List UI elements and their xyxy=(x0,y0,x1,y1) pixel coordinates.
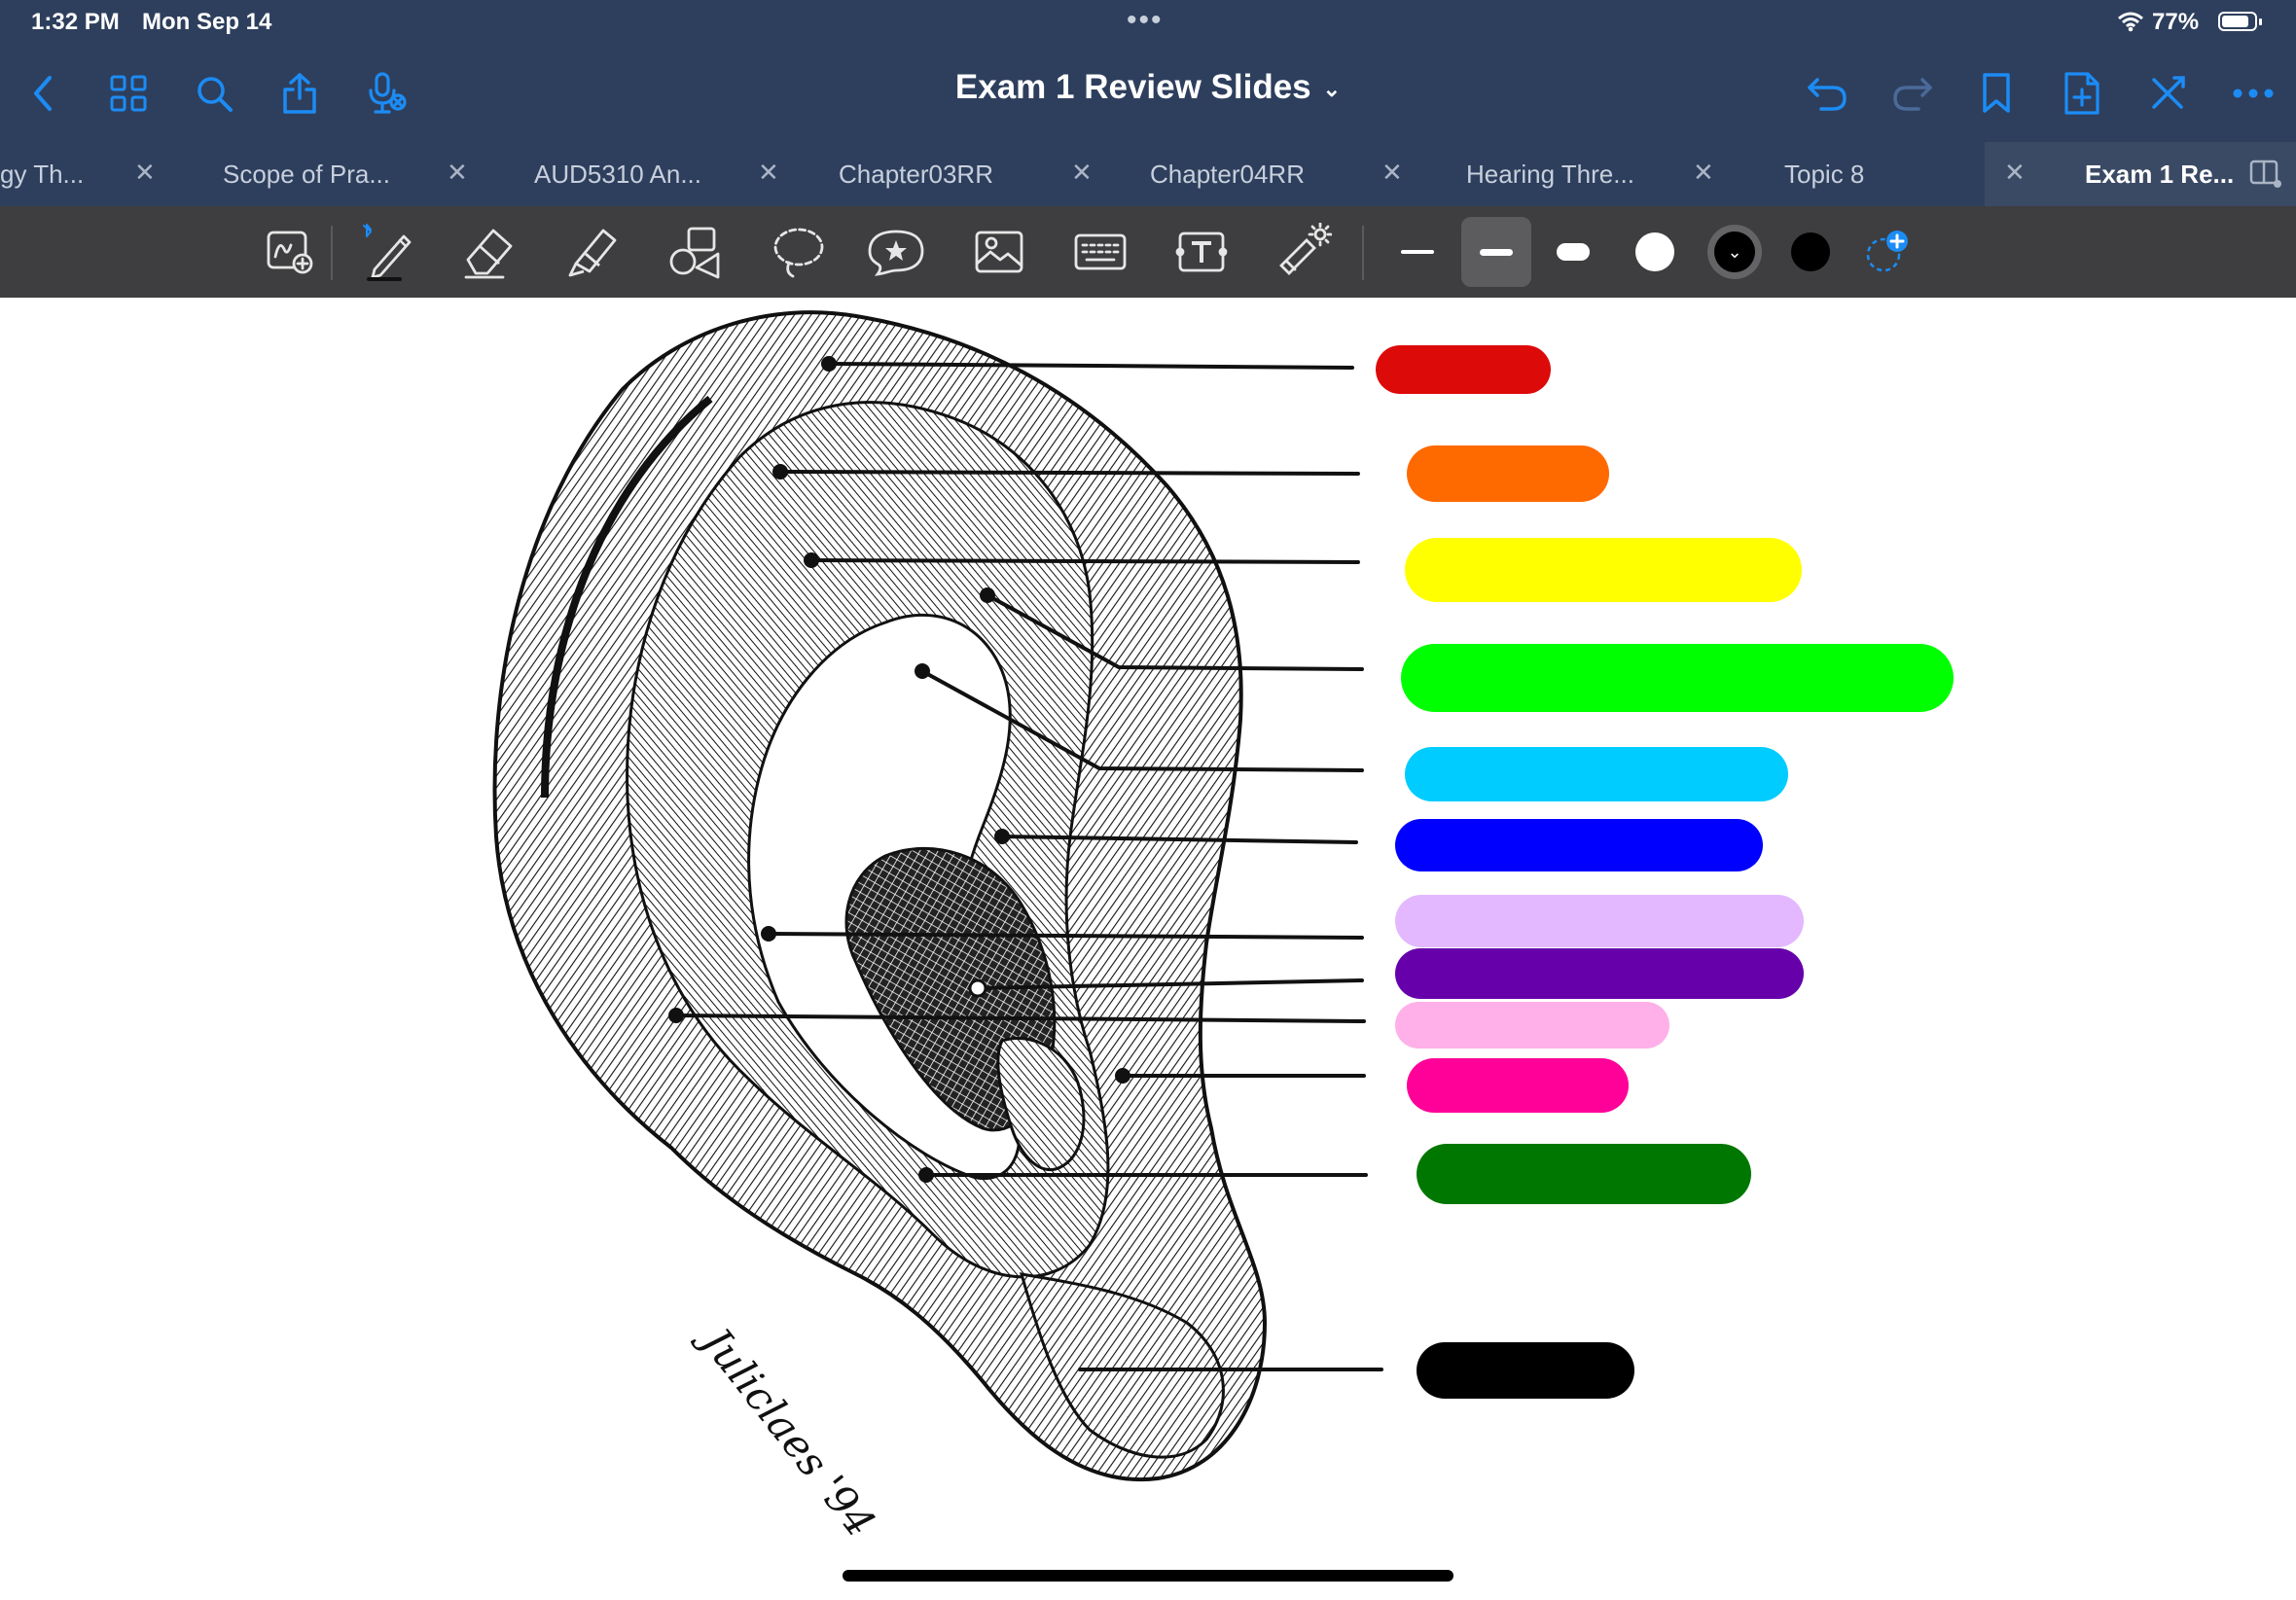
add-page-icon[interactable] xyxy=(2057,68,2107,119)
image-insert-icon[interactable] xyxy=(967,220,1031,284)
undo-icon[interactable] xyxy=(1802,68,1852,119)
document-tab-bar: gy Th... ✕ Scope of Pra... ✕ AUD5310 An.… xyxy=(0,142,2296,206)
home-indicator[interactable] xyxy=(843,1570,1453,1582)
thumbnails-grid-icon[interactable] xyxy=(103,68,154,119)
lasso-tool-icon[interactable] xyxy=(767,220,831,284)
highlight-mark[interactable] xyxy=(1376,345,1551,394)
eraser-tool-icon[interactable] xyxy=(457,220,521,284)
split-view-icon[interactable] xyxy=(2249,160,2282,196)
share-icon[interactable] xyxy=(274,68,325,119)
microphone-record-icon[interactable] xyxy=(362,68,413,119)
zoom-window-icon[interactable] xyxy=(259,220,323,284)
laser-pointer-icon[interactable] xyxy=(1271,220,1335,284)
status-date: Mon Sep 14 xyxy=(142,9,272,35)
tab-document[interactable]: Chapter03RR ✕ xyxy=(778,142,1093,206)
tab-document[interactable]: gy Th... ✕ xyxy=(0,142,156,206)
highlight-mark[interactable] xyxy=(1401,644,1954,712)
tab-document-active[interactable]: ✕ Exam 1 Re... xyxy=(1985,142,2296,206)
ear-illustration: Juliclaes '94 xyxy=(492,310,1268,1546)
page-canvas[interactable]: Juliclaes '94 xyxy=(0,298,2296,1595)
color-black-swatch[interactable] xyxy=(1778,220,1843,284)
color-white-swatch[interactable] xyxy=(1623,220,1687,284)
highlight-mark[interactable] xyxy=(1405,747,1788,801)
close-tab-icon[interactable]: ✕ xyxy=(2004,158,2026,187)
tab-label: AUD5310 An... xyxy=(534,159,701,189)
add-color-icon[interactable] xyxy=(1856,220,1920,284)
earlobe xyxy=(1019,1272,1225,1459)
redo-icon[interactable] xyxy=(1887,68,1938,119)
tab-document[interactable]: Hearing Thre... ✕ xyxy=(1401,142,1714,206)
shapes-tool-icon[interactable] xyxy=(664,220,728,284)
keyboard-icon[interactable] xyxy=(1068,220,1132,284)
highlight-mark[interactable] xyxy=(1405,538,1802,602)
tab-label: Chapter03RR xyxy=(839,159,993,189)
elements-sticker-icon[interactable] xyxy=(864,220,928,284)
stroke-thick-option[interactable] xyxy=(1541,220,1605,284)
bookmark-icon[interactable] xyxy=(1971,68,2022,119)
chevron-down-icon[interactable]: ⌄ xyxy=(1322,76,1342,101)
helix-rim-shadow xyxy=(541,395,713,799)
highlight-marks xyxy=(1376,345,1954,1399)
tab-label: Scope of Pra... xyxy=(223,159,390,189)
tab-document[interactable]: Chapter04RR ✕ xyxy=(1090,142,1403,206)
tab-label: Topic 8 xyxy=(1784,159,1865,189)
annotation-toolbar: ⌄ xyxy=(0,206,2296,298)
tab-document[interactable]: Scope of Pra... ✕ xyxy=(156,142,468,206)
document-title-text: Exam 1 Review Slides xyxy=(954,68,1311,106)
close-tab-icon[interactable]: ✕ xyxy=(134,158,156,187)
leader-lines xyxy=(668,356,1383,1371)
artist-signature: Juliclaes '94 xyxy=(688,1313,884,1546)
status-bar: 1:32 PM Mon Sep 14 ••• 77% xyxy=(0,0,2296,47)
highlight-mark[interactable] xyxy=(1395,1002,1669,1049)
toolbar-divider xyxy=(1362,226,1364,280)
wifi-icon xyxy=(2117,11,2144,37)
pen-tool-icon[interactable] xyxy=(358,220,422,284)
navigation-bar: Exam 1 Review Slides ⌄ xyxy=(0,47,2296,142)
highlight-mark[interactable] xyxy=(1407,445,1609,502)
tab-label: Hearing Thre... xyxy=(1466,159,1634,189)
toolbar-divider xyxy=(331,226,333,280)
document-title[interactable]: Exam 1 Review Slides ⌄ xyxy=(0,68,2296,107)
tab-document[interactable]: Topic 8 xyxy=(1712,142,1985,206)
close-tab-icon[interactable]: ✕ xyxy=(447,158,468,187)
highlight-mark[interactable] xyxy=(1417,1342,1634,1399)
stroke-thin-option[interactable] xyxy=(1385,220,1450,284)
chevron-down-icon: ⌄ xyxy=(1714,231,1755,272)
battery-icon xyxy=(2218,12,2262,31)
highlight-mark[interactable] xyxy=(1395,819,1763,871)
ear-diagram: Juliclaes '94 xyxy=(492,310,1954,1546)
status-time: 1:32 PM xyxy=(31,9,120,35)
stroke-medium-option[interactable] xyxy=(1461,217,1531,287)
close-tab-icon[interactable]: ✕ xyxy=(1381,158,1403,187)
close-editing-icon[interactable] xyxy=(2142,68,2193,119)
more-options-icon[interactable] xyxy=(2228,68,2278,119)
close-tab-icon[interactable]: ✕ xyxy=(1071,158,1093,187)
tab-label: Chapter04RR xyxy=(1150,159,1305,189)
tragus xyxy=(996,1036,1086,1172)
multitasking-dots-icon[interactable]: ••• xyxy=(1127,4,1164,36)
highlight-mark[interactable] xyxy=(1395,895,1804,947)
search-icon[interactable] xyxy=(189,68,239,119)
highlighter-tool-icon[interactable] xyxy=(560,220,625,284)
highlight-mark[interactable] xyxy=(1417,1144,1751,1204)
highlight-mark[interactable] xyxy=(1395,948,1804,999)
tab-label: gy Th... xyxy=(0,159,85,189)
back-icon[interactable] xyxy=(18,68,68,119)
tab-label: Exam 1 Re... xyxy=(2085,159,2235,189)
close-tab-icon[interactable]: ✕ xyxy=(1693,158,1714,187)
highlight-mark[interactable] xyxy=(1407,1058,1629,1113)
close-tab-icon[interactable]: ✕ xyxy=(758,158,779,187)
color-black-selected-swatch[interactable]: ⌄ xyxy=(1703,220,1767,284)
battery-percent: 77% xyxy=(2152,9,2200,35)
tab-document[interactable]: AUD5310 An... ✕ xyxy=(467,142,779,206)
text-box-icon[interactable] xyxy=(1169,220,1234,284)
